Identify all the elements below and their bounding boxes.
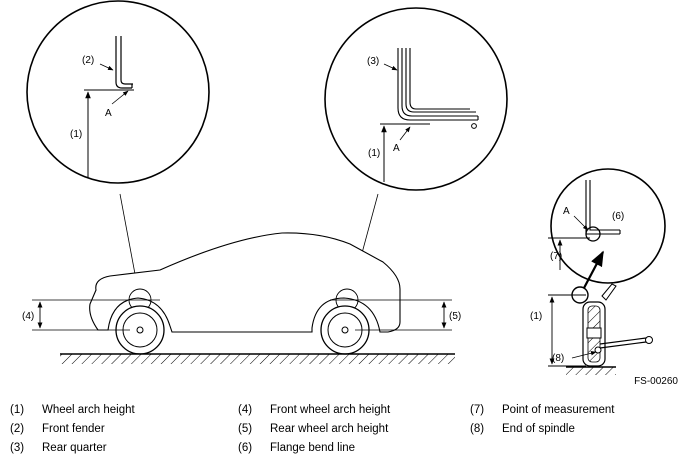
label-front-fender: (2) <box>82 55 94 66</box>
legend-item: (3)Rear quarter <box>10 442 107 454</box>
label-rear-quarter: (3) <box>367 56 379 67</box>
label-rear-wheel-arch-height: (5) <box>449 311 461 322</box>
wheel-arch-diagram: (2) A (1) (3) A (1) <box>22 0 666 375</box>
label-wheel-arch-height-rear: (1) <box>368 148 380 159</box>
label-end-of-spindle: (8) <box>552 353 564 364</box>
label-a-front: A <box>105 108 112 119</box>
legend-item: (7)Point of measurement <box>470 404 615 416</box>
label-wheel-arch-height-front: (1) <box>70 129 82 140</box>
label-point-of-measurement: (7) <box>550 251 562 262</box>
legend-item: (5)Rear wheel arch height <box>238 423 389 435</box>
front-fender-detail: (2) A (1) <box>26 0 210 184</box>
spindle-detail: A (6) (7) (1) (8) <box>530 168 666 375</box>
label-a-spindle: A <box>563 206 570 217</box>
legend-item: (8)End of spindle <box>470 423 575 435</box>
legend-item: (2)Front fender <box>10 423 105 435</box>
legend-item: (6)Flange bend line <box>238 442 356 454</box>
label-wheel-arch-height-spindle: (1) <box>530 311 542 322</box>
legend-item: (4)Front wheel arch height <box>238 404 391 416</box>
legend: (1)Wheel arch height (2)Front fender (3)… <box>0 404 687 460</box>
label-a-rear: A <box>393 143 400 154</box>
figure-id: FS-00260 <box>634 376 678 387</box>
rear-quarter-detail: (3) A (1) <box>324 7 508 191</box>
label-front-wheel-arch-height: (4) <box>22 311 34 322</box>
car-side-view: (4) (5) <box>22 232 461 364</box>
label-flange-bend-line: (6) <box>612 211 624 222</box>
legend-item: (1)Wheel arch height <box>10 404 135 416</box>
